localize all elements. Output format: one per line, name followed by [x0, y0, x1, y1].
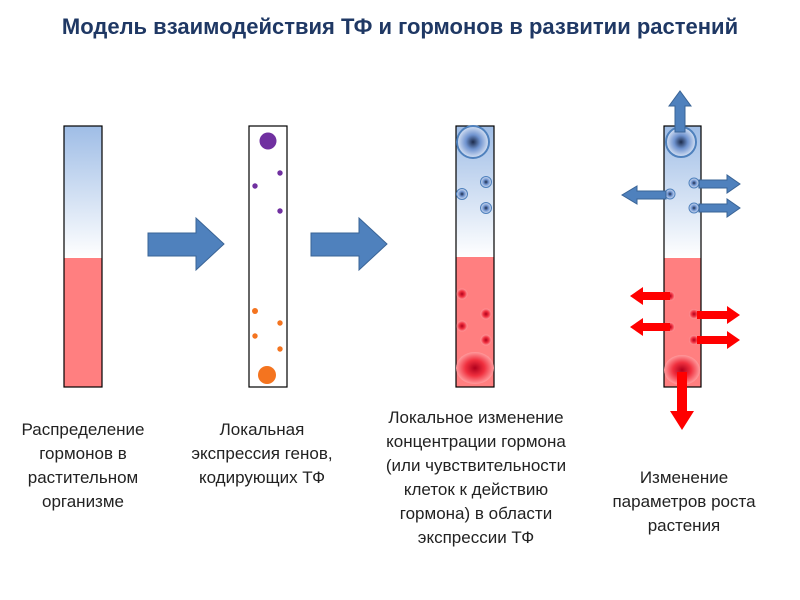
tf-dot-purple: [252, 183, 258, 189]
tf-dot-purple: [277, 208, 283, 214]
column-outline: [248, 125, 288, 388]
growth-arrow-right-blue: [698, 198, 741, 218]
slide-title: Модель взаимодействия ТФ и гормонов в ра…: [61, 14, 739, 39]
tf-dot-large-purple: [259, 132, 277, 150]
hormone-spot-large-red: [456, 352, 494, 384]
column-outline: [63, 125, 103, 388]
caption-local-hormone-change: Локальное изменение концентрации гормона…: [385, 408, 567, 547]
growth-arrow-left-blue: [621, 185, 667, 205]
growth-arrow-right-red: [697, 306, 740, 324]
hormone-spot-large-blue: [456, 125, 490, 159]
hormone-spot-blue: [480, 176, 492, 188]
column-growth-change: [621, 90, 741, 430]
tf-dot-purple: [277, 170, 283, 176]
hormone-spot-red: [456, 320, 468, 332]
growth-arrow-left-red: [630, 318, 670, 336]
tf-dot-orange: [277, 320, 283, 326]
hormone-spot-blue: [688, 202, 700, 214]
hormone-spot-large-red: [664, 355, 700, 385]
column-hormone-distribution: [63, 125, 103, 388]
column-blue-zone: [64, 126, 102, 258]
growth-arrow-down-red: [670, 372, 694, 430]
hormone-spot-red: [456, 288, 468, 300]
tf-dot-orange: [252, 308, 258, 314]
caption-tf-expression: Локальная экспрессия генов, кодирующих Т…: [191, 420, 333, 487]
caption-growth-change: Изменение параметров роста растения: [612, 468, 756, 535]
column-tf-expression: [248, 125, 288, 388]
column-red-zone: [64, 258, 102, 387]
hormone-spot-blue: [688, 177, 700, 189]
growth-arrow-up-blue: [668, 90, 692, 133]
tf-dot-large-orange: [258, 366, 276, 384]
growth-arrow-left-red: [630, 287, 670, 305]
column-local-hormone-change: [455, 125, 495, 388]
hormone-spot-red: [480, 308, 492, 320]
tf-dot-orange: [277, 346, 283, 352]
hormone-spot-blue: [456, 188, 468, 200]
growth-arrow-right-blue: [698, 174, 741, 194]
hormone-spot-red: [689, 309, 699, 319]
tf-dot-orange: [252, 333, 258, 339]
right-block-arrow: [147, 216, 225, 272]
caption-hormone-distribution: Распределение гормонов в растительном ор…: [21, 420, 145, 511]
hormone-spot-red: [480, 334, 492, 346]
hormone-spot-blue: [480, 202, 492, 214]
hormone-spot-red: [689, 335, 699, 345]
right-block-arrow: [310, 216, 388, 272]
growth-arrow-right-red: [697, 331, 740, 349]
